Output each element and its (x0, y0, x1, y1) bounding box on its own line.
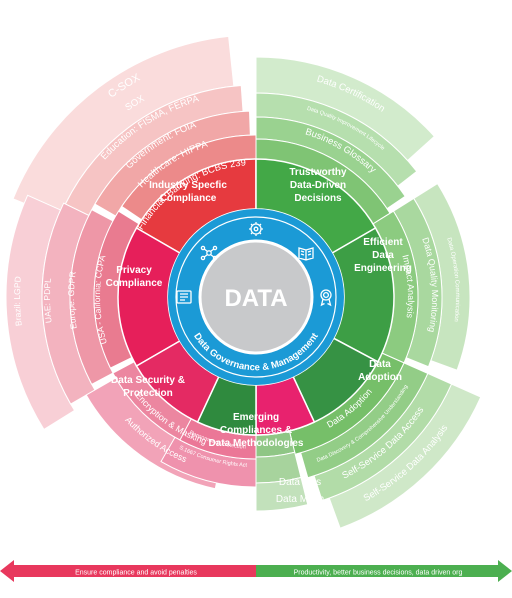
footer-arrow-right (256, 560, 512, 582)
method-item-1: Data Mesh (276, 494, 324, 505)
footer-right-label: Productivity, better business decisions,… (294, 570, 463, 577)
outcome-outer-rings (255, 56, 482, 529)
privacy-item-0: Brazil: LGPD (12, 276, 24, 327)
network-icon (200, 245, 218, 261)
methods-band-2 (255, 476, 309, 512)
footer-left-label: Ensure compliance and avoid penalties (75, 570, 197, 577)
privacy-item-1: UAE: PDPL (42, 277, 54, 323)
book-icon (298, 247, 314, 261)
certificate-icon (320, 289, 332, 307)
core-title: DATA (224, 285, 287, 312)
compliance-outer-rings (5, 35, 257, 490)
document-icon (176, 290, 192, 304)
governance-ring-border (175, 216, 337, 378)
sector-security (135, 339, 227, 428)
footer-arrow: Ensure compliance and avoid penalties Pr… (0, 560, 512, 582)
footer-arrow-left (0, 560, 256, 582)
method-item-0: Data Ops (279, 477, 321, 488)
data-core (198, 239, 314, 355)
security-sector-label: Data Security &Protection (111, 375, 185, 399)
privacy-item-2: Europe: GDPR (66, 271, 79, 330)
main-sectors (117, 158, 395, 436)
method-item-2: Data Fabric (274, 514, 326, 525)
gear-icon (249, 222, 263, 236)
